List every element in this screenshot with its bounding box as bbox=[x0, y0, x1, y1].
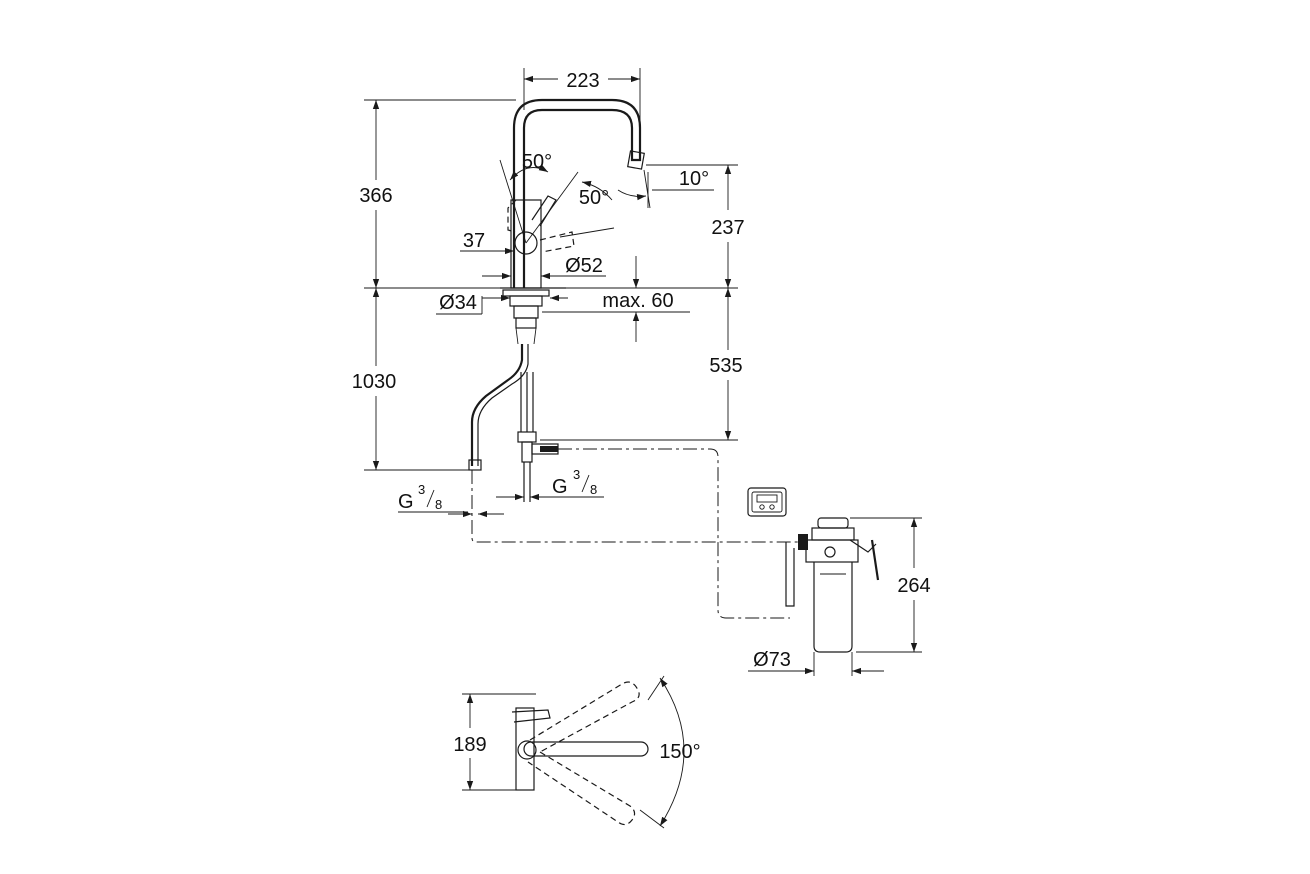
deck-flange bbox=[502, 289, 550, 297]
dim-max60-label: max. 60 bbox=[602, 290, 673, 312]
dim-total-height: 366 bbox=[359, 99, 516, 288]
dim-237-label: 237 bbox=[711, 217, 744, 239]
dim-223-label: 223 bbox=[566, 70, 599, 92]
dim-lever-offset: 37 bbox=[460, 230, 514, 255]
dim-37-label: 37 bbox=[463, 230, 485, 252]
dim-d34-label: Ø34 bbox=[439, 292, 477, 314]
dim-top-reach: 223 bbox=[523, 68, 641, 160]
dim-connection-left: G 3 8 bbox=[398, 482, 504, 518]
hose-routing bbox=[471, 448, 800, 619]
dim-g-left-label: G bbox=[398, 491, 414, 513]
dim-spout-tilt: 10° bbox=[617, 168, 714, 209]
dim-189-label: 189 bbox=[453, 734, 486, 756]
filter-unit bbox=[785, 517, 880, 653]
dim-filter-diameter: Ø73 bbox=[748, 649, 884, 676]
dim-10-label: 10° bbox=[679, 168, 709, 190]
dim-filter-height: 264 bbox=[850, 517, 931, 653]
spout-top bbox=[523, 741, 649, 757]
dim-hole-diameter: Ø34 bbox=[436, 292, 568, 315]
dim-50-back-label: 50° bbox=[522, 151, 552, 173]
lever-hub bbox=[514, 231, 538, 255]
dim-g-right-sub: 8 bbox=[590, 482, 597, 497]
dim-535-label: 535 bbox=[709, 355, 742, 377]
dim-max-deck: max. 60 bbox=[542, 256, 690, 342]
dim-150-label: 150° bbox=[659, 741, 700, 763]
dim-g-right-label: G bbox=[552, 476, 568, 498]
dim-connection-right: G 3 8 bbox=[496, 467, 604, 501]
supply-hose-left bbox=[470, 344, 524, 466]
dim-side-height: 189 bbox=[453, 693, 536, 791]
dim-body-diameter: Ø52 bbox=[482, 255, 606, 280]
dim-d73-label: Ø73 bbox=[753, 649, 791, 671]
dim-g-right-sup: 3 bbox=[573, 467, 580, 482]
dim-366-label: 366 bbox=[359, 185, 392, 207]
dim-50-front-label: 50° bbox=[579, 187, 609, 209]
spout-outlet bbox=[627, 150, 645, 170]
dim-outlet-height: 237 bbox=[646, 164, 745, 288]
spout bbox=[512, 98, 642, 288]
display-unit bbox=[747, 487, 787, 517]
dim-below-deck: 1030 bbox=[352, 288, 470, 471]
dim-d52-label: Ø52 bbox=[565, 255, 603, 277]
dim-264-label: 264 bbox=[897, 575, 930, 597]
dim-g-left-sub: 8 bbox=[435, 497, 442, 512]
faucet-top-view bbox=[511, 675, 685, 829]
dim-1030-label: 1030 bbox=[352, 371, 397, 393]
dim-g-left-sup: 3 bbox=[418, 482, 425, 497]
dim-hose-length: 535 bbox=[540, 288, 743, 441]
